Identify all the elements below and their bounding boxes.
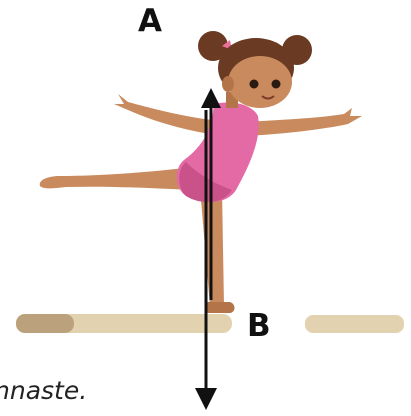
ear <box>222 76 234 92</box>
arrow-up-icon <box>201 88 221 108</box>
label-point-a: A <box>138 3 162 39</box>
standing-foot <box>205 302 235 313</box>
force-arrows <box>195 88 221 410</box>
eye-left <box>249 79 259 89</box>
hair-bun-left <box>198 31 228 61</box>
gymnast-figure <box>39 31 362 313</box>
mouth <box>261 95 275 100</box>
head <box>198 31 312 108</box>
caption-text: nnaste. <box>0 376 88 405</box>
eye-right <box>271 79 281 89</box>
right-arm <box>244 108 362 136</box>
left-arm <box>114 94 212 134</box>
label-point-b: B <box>247 308 271 344</box>
beam-right-segment <box>305 315 404 333</box>
beam-left-end-shade <box>16 314 74 333</box>
raised-leg <box>39 168 190 190</box>
arrow-down-icon <box>195 388 217 410</box>
face <box>228 56 292 108</box>
balance-beam <box>16 314 404 333</box>
